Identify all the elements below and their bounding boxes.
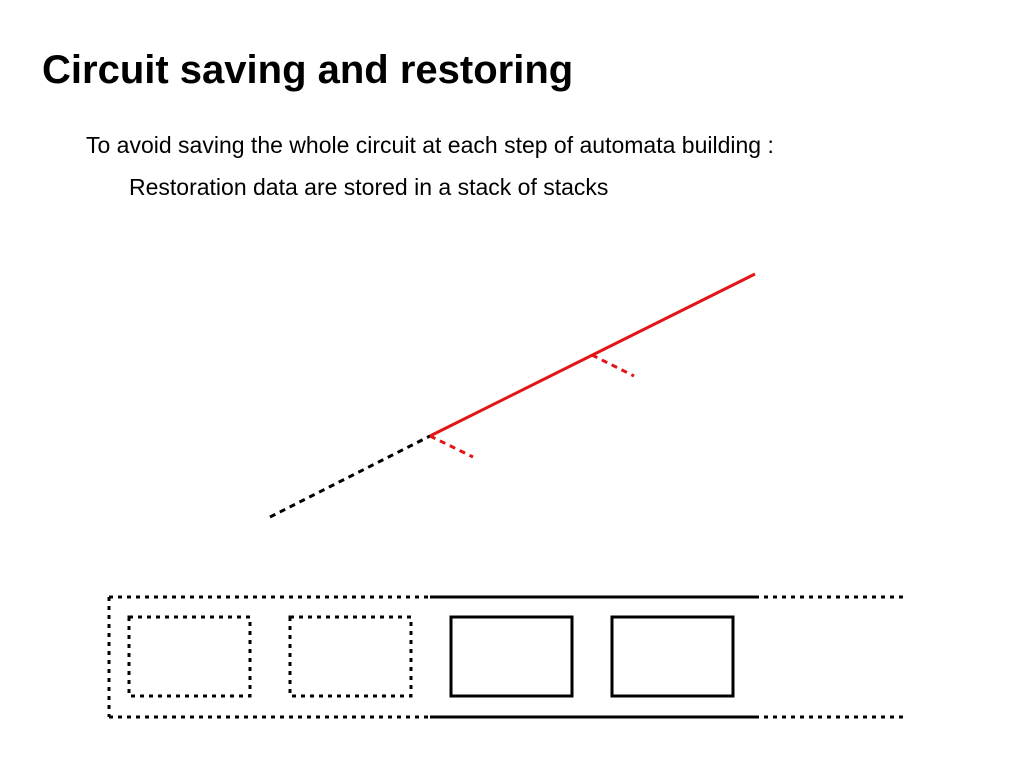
- bullet-level-1: To avoid saving the whole circuit at eac…: [86, 132, 774, 158]
- branch-stub-lower: [429, 434, 474, 459]
- stack-frames: [127, 615, 735, 698]
- stack-frame-2-saved: [288, 615, 413, 698]
- stack-frame-4-active: [610, 615, 735, 698]
- bullet-level-2: Restoration data are stored in a stack o…: [129, 174, 609, 200]
- slide-title: Circuit saving and restoring: [42, 48, 574, 92]
- stack-frame-1-saved: [127, 615, 252, 698]
- saved-path-segment: [269, 434, 431, 519]
- path-tree: [269, 272, 756, 519]
- branch-stub-upper: [591, 353, 635, 378]
- stack-frame-3-active: [449, 615, 574, 698]
- outer-stack: [107, 595, 908, 719]
